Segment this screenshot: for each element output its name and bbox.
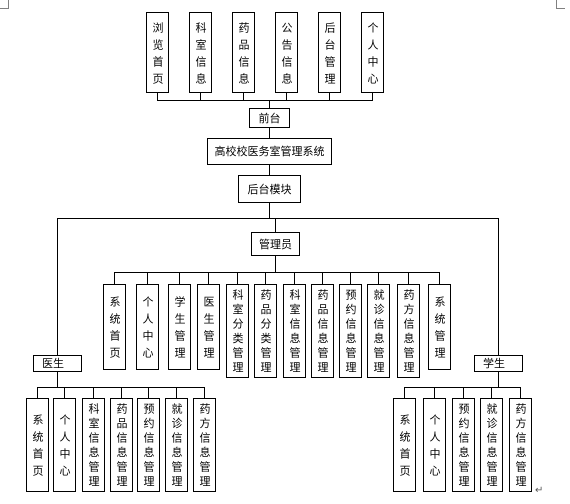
doctor-module-personal-center: 个人中心 (53, 398, 76, 492)
backend-node: 后台模块 (238, 175, 301, 203)
frontend-module-department-info-label: 科室信息 (194, 21, 207, 90)
doctor-node: 医生 (33, 355, 82, 372)
crop-mark-top-left (0, 0, 9, 9)
student-module-system-home-label: 系统首页 (398, 414, 411, 482)
frontend-module-personal-center: 个人中心 (361, 12, 384, 93)
doctor-module-consultation-info-management: 就诊信息管理 (165, 398, 188, 492)
frontend-node-label: 前台 (258, 111, 281, 125)
crop-mark-top-right (556, 0, 565, 9)
admin-module-department-info-management: 科室信息管理 (283, 284, 306, 378)
student-module-prescription-info-management-label: 药方信息管理 (514, 403, 527, 491)
admin-module-medicine-category-management: 药品分类管理 (254, 284, 277, 378)
doctor-module-prescription-info-management-label: 药方信息管理 (198, 403, 211, 491)
frontend-module-backend-management-label: 后台管理 (323, 21, 336, 90)
doctor-module-appointment-info-management: 预约信息管理 (137, 398, 160, 492)
backend-node-label: 后台模块 (247, 182, 292, 196)
frontend-module-personal-center-label: 个人中心 (366, 21, 379, 90)
frontend-module-notice-info: 公告信息 (275, 12, 298, 93)
admin-node-label: 管理员 (259, 237, 292, 251)
doctor-node-label: 医生 (42, 357, 64, 370)
paragraph-mark: ↵ (535, 485, 544, 496)
connector-student-modules (404, 372, 521, 398)
doctor-module-appointment-info-management-label: 预约信息管理 (142, 403, 155, 491)
admin-module-doctor-management-label: 医生管理 (202, 296, 215, 364)
admin-module-personal-center-label: 个人中心 (141, 296, 154, 364)
admin-module-system-management: 系统管理 (428, 284, 451, 370)
admin-module-department-category-management-label: 科室分类管理 (231, 289, 244, 377)
admin-module-medicine-info-management-label: 药品信息管理 (316, 289, 329, 377)
admin-module-prescription-info-management-label: 药方信息管理 (402, 289, 415, 377)
admin-module-department-info-management-label: 科室信息管理 (288, 289, 301, 377)
doctor-module-medicine-info-management-label: 药品信息管理 (115, 403, 128, 491)
doctor-module-medicine-info-management: 药品信息管理 (110, 398, 133, 492)
admin-module-prescription-info-management: 药方信息管理 (397, 284, 420, 378)
frontend-node: 前台 (249, 108, 290, 128)
admin-module-medicine-info-management: 药品信息管理 (311, 284, 334, 378)
frontend-module-browse-home-label: 浏览首页 (151, 21, 164, 90)
connector-frontend-modules (157, 93, 373, 108)
student-module-appointment-info-management-label: 预约信息管理 (457, 403, 470, 491)
admin-module-consultation-info-management-label: 就诊信息管理 (372, 289, 385, 377)
doctor-module-system-home-label: 系统首页 (31, 414, 44, 482)
admin-module-appointment-info-management: 预约信息管理 (339, 284, 362, 378)
frontend-module-medicine-info: 药品信息 (232, 12, 255, 93)
admin-module-consultation-info-management: 就诊信息管理 (367, 284, 390, 378)
student-module-system-home: 系统首页 (393, 398, 416, 492)
doctor-module-system-home: 系统首页 (26, 398, 49, 492)
admin-module-student-management: 学生管理 (168, 284, 191, 370)
frontend-module-browse-home: 浏览首页 (146, 12, 169, 93)
admin-module-personal-center: 个人中心 (136, 284, 159, 370)
admin-module-doctor-management: 医生管理 (197, 284, 220, 370)
student-node: 学生 (474, 355, 523, 372)
frontend-module-medicine-info-label: 药品信息 (237, 21, 250, 90)
admin-module-department-category-management: 科室分类管理 (226, 284, 249, 378)
connector-admin-modules (114, 256, 440, 284)
student-module-prescription-info-management: 药方信息管理 (509, 398, 532, 492)
connector-backend-to-roles (57, 203, 499, 355)
doctor-module-consultation-info-management-label: 就诊信息管理 (170, 403, 183, 491)
admin-module-student-management-label: 学生管理 (173, 296, 186, 364)
student-module-consultation-info-management: 就诊信息管理 (480, 398, 503, 492)
admin-module-medicine-category-management-label: 药品分类管理 (259, 289, 272, 377)
student-module-consultation-info-management-label: 就诊信息管理 (485, 403, 498, 491)
student-module-personal-center-label: 个人中心 (428, 414, 441, 482)
system-title: 高校校医务室管理系统 (214, 145, 325, 158)
admin-module-system-management-label: 系统管理 (433, 296, 446, 364)
doctor-module-prescription-info-management: 药方信息管理 (193, 398, 216, 492)
frontend-module-department-info: 科室信息 (189, 12, 212, 93)
connector-doctor-modules (37, 372, 205, 398)
admin-module-system-home-label: 系统首页 (108, 296, 121, 364)
student-module-appointment-info-management: 预约信息管理 (452, 398, 475, 492)
system-root-node: 高校校医务室管理系统 (207, 138, 332, 165)
frontend-module-notice-info-label: 公告信息 (280, 21, 293, 90)
doctor-module-department-info-management-label: 科室信息管理 (87, 403, 100, 491)
admin-node: 管理员 (251, 232, 300, 256)
student-node-label: 学生 (483, 357, 505, 370)
student-module-personal-center: 个人中心 (423, 398, 446, 492)
admin-module-appointment-info-management-label: 预约信息管理 (344, 289, 357, 377)
doctor-module-department-info-management: 科室信息管理 (82, 398, 105, 492)
doctor-module-personal-center-label: 个人中心 (58, 414, 71, 482)
frontend-module-backend-management: 后台管理 (318, 12, 341, 93)
admin-module-system-home: 系统首页 (103, 284, 126, 370)
